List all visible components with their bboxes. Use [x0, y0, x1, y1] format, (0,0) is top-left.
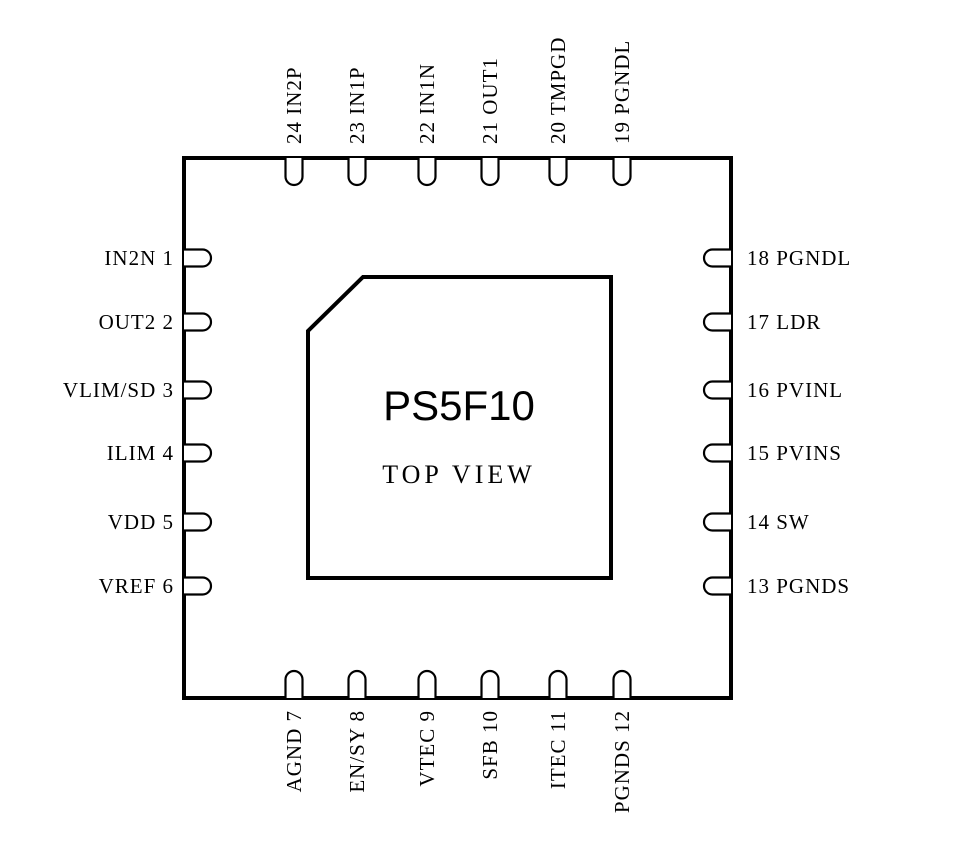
exposed-pad-outline [306, 275, 613, 580]
part-number: PS5F10 [383, 382, 535, 429]
pin-9-pad [417, 669, 437, 698]
pin-3-label: VLIM/SD 3 [63, 378, 174, 402]
pin-4-pad [184, 443, 213, 463]
pin-10-pad [480, 669, 500, 698]
pin-18-pad [702, 248, 731, 268]
pin-5-pad [184, 512, 213, 532]
pin-12-pad [612, 669, 632, 698]
pin-5-label: VDD 5 [108, 510, 174, 534]
pin-13-label: 13 PGNDS [747, 574, 850, 598]
pin-24-pad [284, 158, 304, 187]
pin-19-pad [612, 158, 632, 187]
pin-20-pad [548, 158, 568, 187]
pin-16-label: 16 PVINL [747, 378, 843, 402]
pin-4-label: ILIM 4 [107, 441, 174, 465]
pin-labels: IN2N 1 OUT2 2 VLIM/SD 3 ILIM 4 VDD 5 VREF 6 AG… [63, 37, 851, 814]
pin-22-label: 22 IN1N [415, 63, 439, 144]
pin-pads [184, 158, 731, 698]
pin-16-pad [702, 380, 731, 400]
pin-8-pad [347, 669, 367, 698]
pin-1-pad [184, 248, 213, 268]
package-outline [182, 156, 733, 700]
pin-6-label: VREF 6 [99, 574, 174, 598]
pin-19-label: 19 PGNDL [610, 40, 634, 144]
pin-11-label: ITEC 11 [546, 710, 570, 789]
pin-22-pad [417, 158, 437, 187]
view-label: TOP VIEW [382, 460, 536, 489]
pin-17-label: 17 LDR [747, 310, 821, 334]
pin-6-pad [184, 576, 213, 596]
pin-21-pad [480, 158, 500, 187]
pin-2-pad [184, 312, 213, 332]
pin-10-label: SFB 10 [478, 710, 502, 780]
pin-15-pad [702, 443, 731, 463]
pin-9-label: VTEC 9 [415, 710, 439, 787]
pin-23-pad [347, 158, 367, 187]
pin-21-label: 21 OUT1 [478, 57, 502, 144]
pin-14-pad [702, 512, 731, 532]
pin-15-label: 15 PVINS [747, 441, 842, 465]
pin-3-pad [184, 380, 213, 400]
pin-7-pad [284, 669, 304, 698]
pin-12-label: PGNDS 12 [610, 710, 634, 813]
pin-13-pad [702, 576, 731, 596]
pin-2-label: OUT2 2 [99, 310, 174, 334]
pin-24-label: 24 IN2P [282, 66, 306, 144]
pin-8-label: EN/SY 8 [345, 710, 369, 793]
pin-11-pad [548, 669, 568, 698]
pin-17-pad [702, 312, 731, 332]
pin-18-label: 18 PGNDL [747, 246, 851, 270]
pin-7-label: AGND 7 [282, 710, 306, 792]
pin-14-label: 14 SW [747, 510, 810, 534]
pin-20-label: 20 TMPGD [546, 37, 570, 144]
pin-1-label: IN2N 1 [104, 246, 174, 270]
pin-23-label: 23 IN1P [345, 66, 369, 144]
